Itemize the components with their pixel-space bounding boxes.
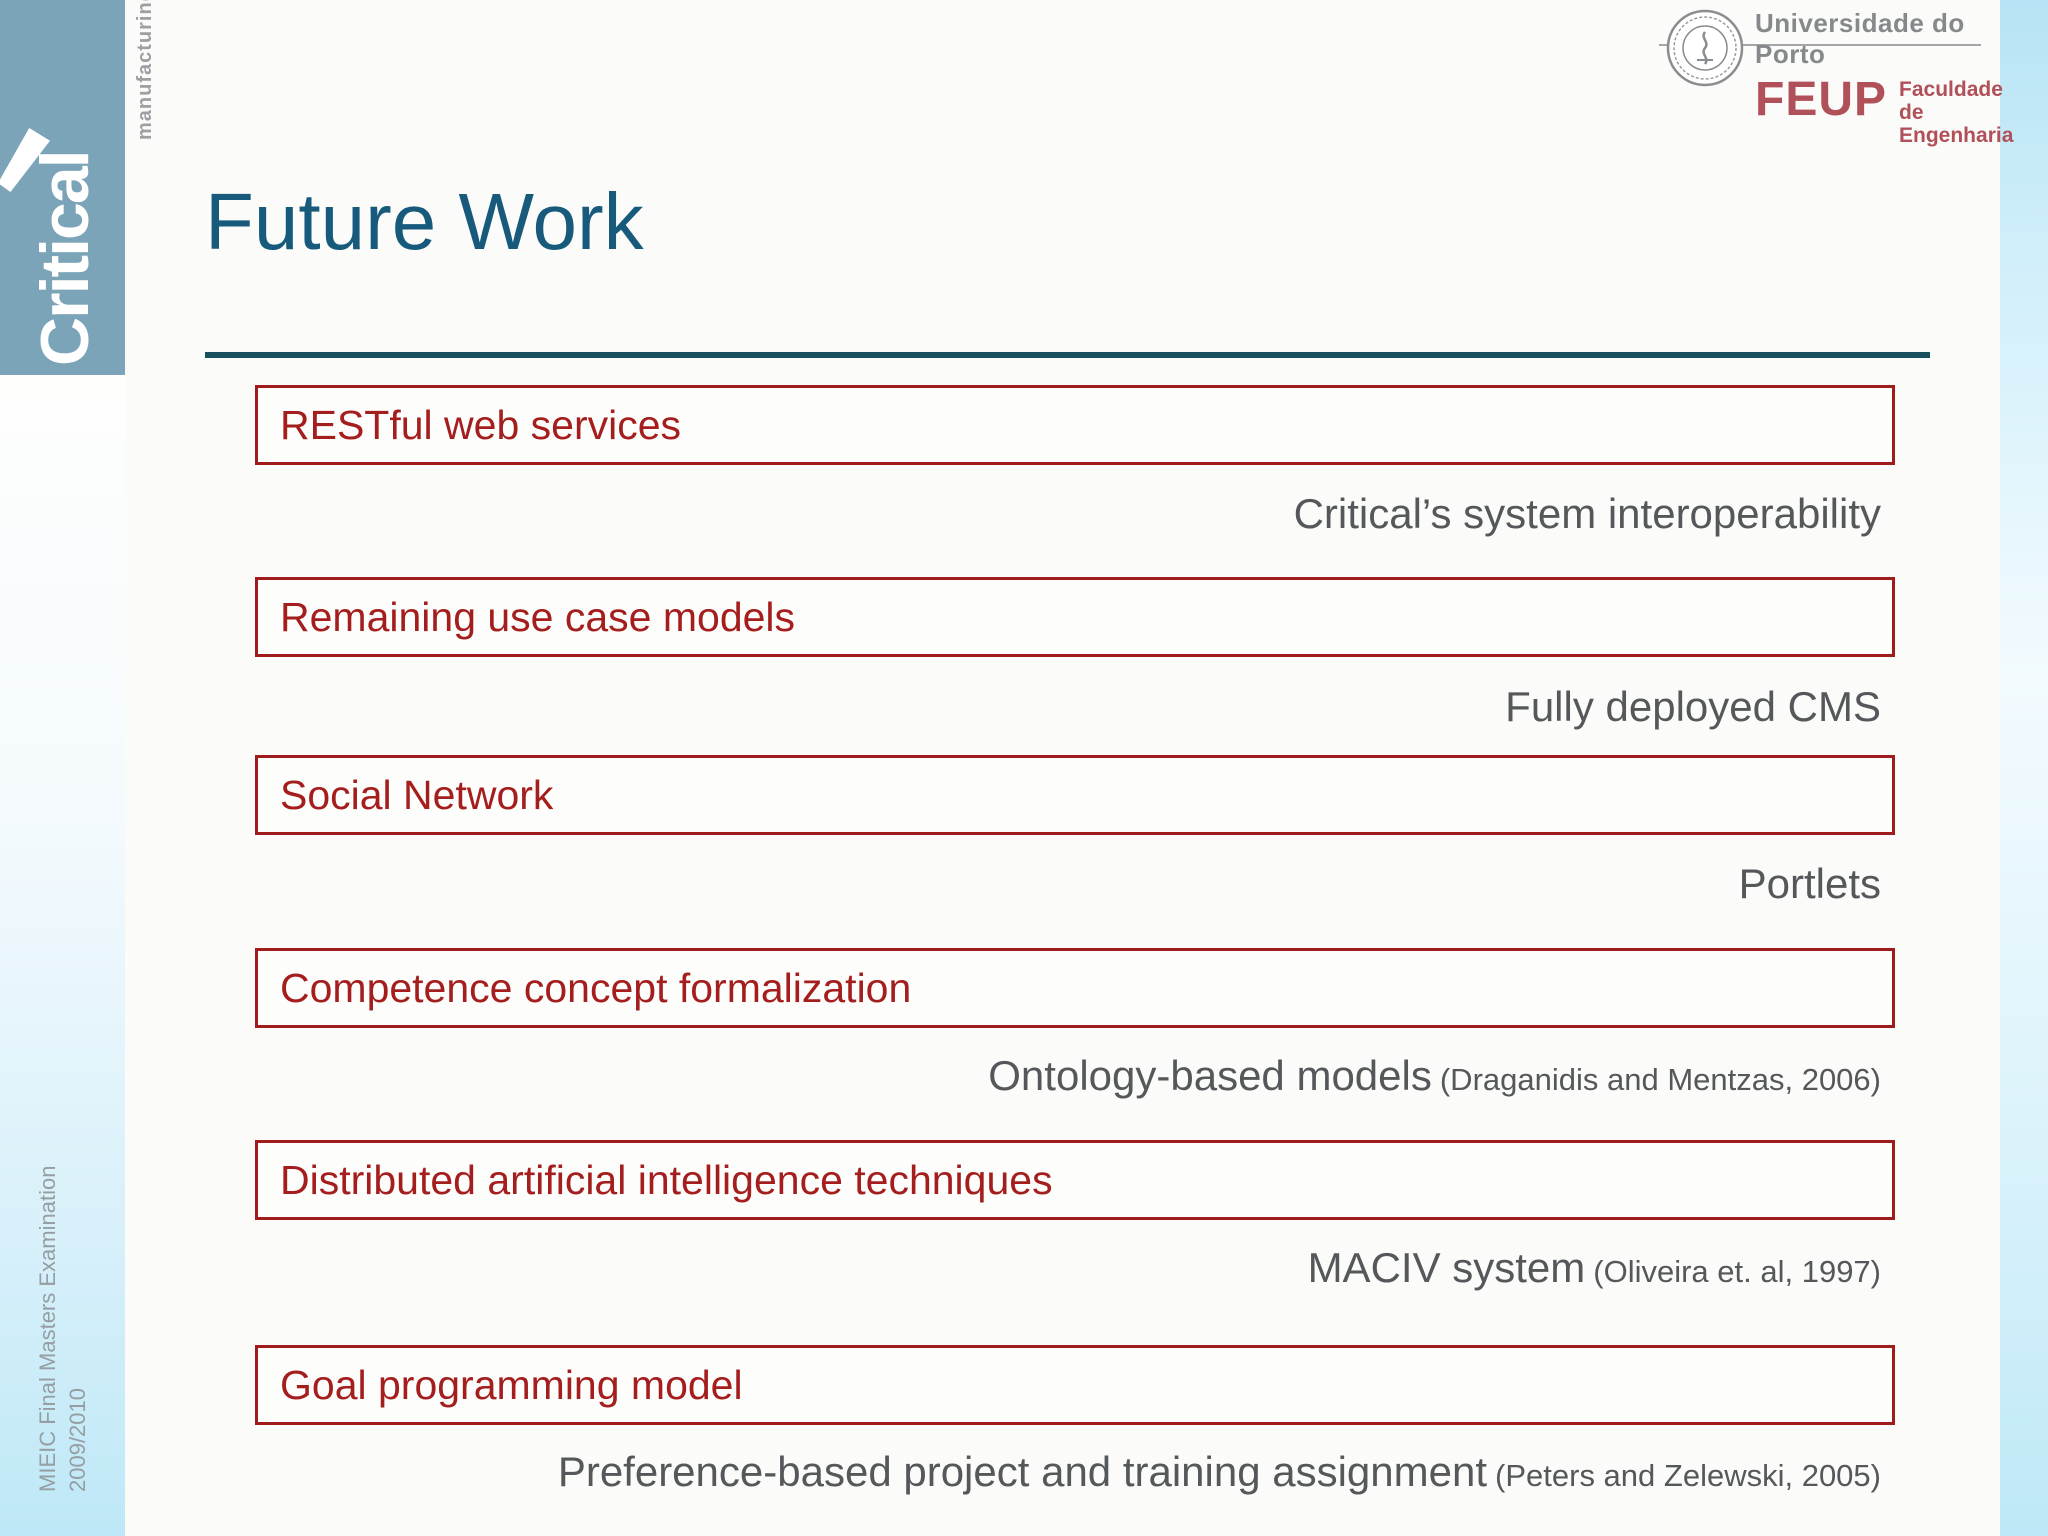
topic-box-social-network: Social Network	[255, 755, 1895, 835]
topic-label: Distributed artificial intelligence tech…	[280, 1156, 1053, 1203]
university-logo-text: Universidade do Porto FEUP Faculdade de …	[1755, 8, 2013, 147]
brand-logo-block	[0, 0, 125, 375]
brand-logo-text: Critical	[27, 151, 103, 366]
faculty-name: Faculdade de Engenharia	[1899, 78, 2013, 147]
right-edge-strip	[2000, 0, 2048, 1536]
topic-label: Goal programming model	[280, 1361, 743, 1408]
university-seal-icon	[1666, 9, 1744, 87]
note-citation: (Oliveira et. al, 1997)	[1593, 1254, 1881, 1289]
faculty-acronym: FEUP	[1755, 73, 1888, 126]
footer-line-2: 2009/2010	[65, 1388, 90, 1492]
topic-box-goal-programming-model: Goal programming model	[255, 1345, 1895, 1425]
topic-box-restful-web-services: RESTful web services	[255, 385, 1895, 465]
university-name: Universidade do Porto	[1755, 8, 1965, 69]
topic-label: Competence concept formalization	[280, 964, 912, 1011]
topic-box-distributed-ai-techniques: Distributed artificial intelligence tech…	[255, 1140, 1895, 1220]
footer-line-1: MIEIC Final Masters Examination	[35, 1165, 60, 1492]
note-citation: (Peters and Zelewski, 2005)	[1495, 1458, 1881, 1493]
note-text: Ontology-based models	[988, 1052, 1432, 1099]
note-text: MACIV system	[1307, 1244, 1586, 1291]
topic-label: Social Network	[280, 771, 554, 818]
topic-box-competence-concept-formalization: Competence concept formalization	[255, 948, 1895, 1028]
topic-label: RESTful web services	[280, 401, 682, 448]
brand-tagline: manufacturing	[134, 0, 156, 140]
note-text: Critical’s system interoperability	[1293, 490, 1881, 537]
topic-note: Portlets	[255, 860, 1895, 908]
faculty-name-line-1: Faculdade de	[1899, 78, 2003, 124]
topic-note: MACIV system(Oliveira et. al, 1997)	[255, 1244, 1895, 1292]
note-citation: (Draganidis and Mentzas, 2006)	[1439, 1062, 1881, 1097]
topic-note: Ontology-based models(Draganidis and Men…	[255, 1052, 1895, 1100]
note-text: Portlets	[1738, 860, 1881, 907]
logo-divider	[1659, 44, 1981, 46]
topic-note: Fully deployed CMS	[255, 683, 1895, 731]
faculty-name-line-2: Engenharia	[1899, 124, 2014, 147]
footer-vertical-text: MIEIC Final Masters Examination 2009/201…	[33, 1166, 93, 1492]
topic-note: Critical’s system interoperability	[255, 490, 1895, 538]
page-title: Future Work	[205, 177, 644, 266]
university-logo: Universidade do Porto FEUP Faculdade de …	[1655, 8, 2013, 147]
topic-note: Preference-based project and training as…	[255, 1448, 1895, 1496]
topic-label: Remaining use case models	[280, 593, 796, 640]
note-text: Fully deployed CMS	[1505, 683, 1881, 730]
sidebar-gradient	[0, 375, 125, 1536]
note-text: Preference-based project and training as…	[557, 1448, 1488, 1495]
topic-box-remaining-use-case-models: Remaining use case models	[255, 577, 1895, 657]
title-rule	[205, 352, 1930, 358]
